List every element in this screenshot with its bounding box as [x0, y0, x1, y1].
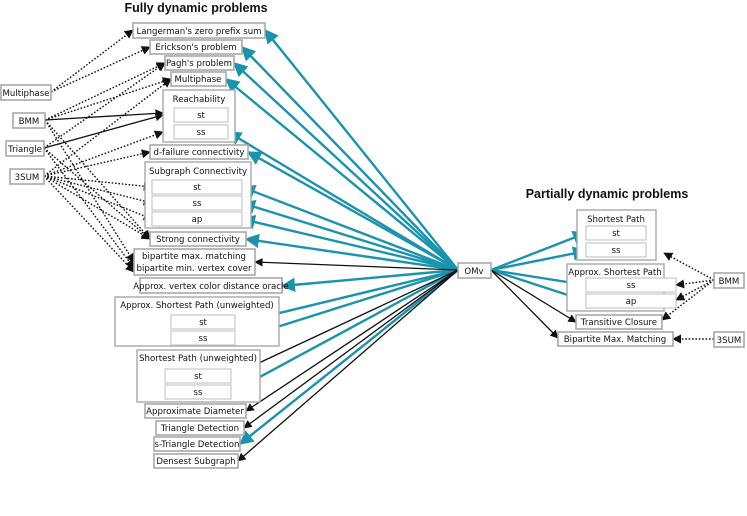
edges-dotted: [43, 29, 715, 344]
svg-text:Strong connectivity: Strong connectivity: [156, 235, 240, 245]
source-bmm-right: BMM: [713, 272, 745, 289]
svg-text:BMM: BMM: [19, 117, 40, 127]
group-reachability: Reachability st ss: [162, 89, 236, 143]
partial-approx-ss: ss: [627, 281, 636, 291]
edge-omv-erickson: [240, 45, 459, 271]
svg-text:s-Triangle Detection: s-Triangle Detection: [154, 440, 239, 450]
sp-ss: ss: [194, 388, 203, 398]
edges-black: [43, 109, 577, 462]
source-3sum-left: 3SUM: [9, 168, 45, 185]
group-subgraph-connectivity: Subgraph Connectivity st ss ap: [144, 161, 252, 229]
node-densest-subgraph: Densest Subgraph: [153, 453, 239, 469]
subgraph-title: Subgraph Connectivity: [149, 167, 247, 177]
edge-omv-reach-ss: [226, 130, 459, 272]
approx-sp-ss: ss: [199, 334, 208, 344]
svg-text:Transitive Closure: Transitive Closure: [580, 318, 657, 328]
node-bipartite-max-matching: Bipartite Max. Matching: [557, 331, 674, 347]
svg-text:Approximate Diameter: Approximate Diameter: [146, 407, 244, 417]
svg-text:Triangle: Triangle: [7, 145, 42, 155]
edge-omv-partial-st: [490, 230, 588, 272]
group-partial-approx-sp: Approx. Shortest Path ss ap: [566, 263, 677, 312]
fully-dynamic-title: Fully dynamic problems: [124, 1, 267, 15]
node-strong-connectivity: Strong connectivity: [149, 231, 247, 247]
partial-sp-st: st: [612, 229, 620, 239]
edge-omv-subgraph-st: [240, 184, 459, 272]
partial-sp-title: Shortest Path: [587, 215, 645, 225]
source-multiphase: Multiphase: [0, 84, 52, 101]
node-langerman: Langerman's zero prefix sum: [132, 22, 266, 39]
source-triangle: Triangle: [5, 140, 45, 157]
sp-title: Shortest Path (unweighted): [139, 354, 257, 364]
svg-text:Triangle Detection: Triangle Detection: [160, 424, 239, 434]
subgraph-ss: ss: [193, 199, 202, 209]
edge-omv-subgraph-ap: [240, 214, 459, 272]
edge-omv-sp-st: [230, 269, 459, 377]
node-triangle-detection: Triangle Detection: [155, 420, 245, 436]
edge-omv-bipartite: [254, 258, 459, 271]
edge-omv-pagh: [232, 62, 459, 271]
node-pagh: Pagh's problem: [164, 55, 235, 71]
svg-text:Langerman's zero prefix sum: Langerman's zero prefix sum: [136, 27, 261, 37]
sp-st: st: [194, 372, 202, 382]
bipartite-vertex-cover: bipartite min. vertex cover: [136, 264, 251, 274]
edge-omv-diameter: [245, 269, 459, 412]
source-3sum-right: 3SUM: [713, 331, 745, 348]
reachability-title: Reachability: [173, 95, 226, 105]
edge-omv-langerman: [264, 28, 459, 271]
svg-text:Erickson's problem: Erickson's problem: [155, 43, 236, 53]
node-bipartite: bipartite max. matching bipartite min. v…: [133, 248, 256, 276]
svg-text:Pagh's problem: Pagh's problem: [166, 59, 232, 69]
edge-omv-subgraph-ss: [240, 199, 459, 272]
partial-approx-sp-title: Approx. Shortest Path: [568, 268, 661, 278]
node-d-failure: d-failure connectivity: [149, 144, 249, 160]
edge-omv-sp-ss: [230, 268, 459, 394]
reachability-ss: ss: [197, 128, 206, 138]
edge-omv-transitive: [490, 269, 577, 323]
node-omv-hub: OMv: [457, 262, 492, 279]
svg-text:3SUM: 3SUM: [717, 336, 742, 346]
approx-sp-st: st: [199, 318, 207, 328]
group-approx-sp-unweighted: Approx. Shortest Path (unweighted) st ss: [114, 296, 280, 347]
svg-text:d-failure connectivity: d-failure connectivity: [153, 148, 244, 158]
bipartite-matching: bipartite max. matching: [142, 252, 246, 262]
node-multiphase: Multiphase: [170, 71, 227, 87]
edge-triangle-reach-st: [43, 112, 164, 149]
svg-text:Densest Subgraph: Densest Subgraph: [156, 457, 235, 467]
node-s-triangle-detection: s-Triangle Detection: [153, 436, 241, 452]
edge-omv-color-oracle: [280, 268, 459, 292]
node-approx-diameter: Approximate Diameter: [144, 403, 247, 419]
edge-omv-multiphase: [224, 78, 459, 271]
node-color-oracle: Approx. vertex color distance oracle: [133, 277, 289, 294]
svg-text:OMv: OMv: [464, 267, 483, 277]
node-transitive-closure: Transitive Closure: [575, 314, 663, 330]
edges-teal: [224, 28, 588, 445]
edge-bmm-reach-st: [44, 109, 164, 121]
approx-sp-title: Approx. Shortest Path (unweighted): [120, 301, 274, 311]
edge-omv-strong: [244, 233, 459, 272]
edge-omv-densest: [237, 269, 459, 462]
group-sp-unweighted: Shortest Path (unweighted) st ss: [136, 349, 261, 403]
subgraph-ap: ap: [192, 215, 203, 225]
edge-omv-s-triangle: [238, 269, 459, 445]
svg-text:Approx. vertex color distance: Approx. vertex color distance oracle: [133, 282, 288, 292]
edge-omv-partial-ss: [490, 246, 588, 272]
node-erickson: Erickson's problem: [149, 39, 243, 55]
svg-text:Multiphase: Multiphase: [175, 75, 222, 85]
edge-omv-bip-matching: [490, 269, 559, 339]
svg-text:BMM: BMM: [719, 277, 740, 287]
svg-text:Multiphase: Multiphase: [3, 89, 50, 99]
source-bmm-left: BMM: [12, 112, 46, 129]
partially-dynamic-title: Partially dynamic problems: [526, 187, 689, 201]
edge-omv-dfailure: [246, 150, 459, 272]
group-partial-shortest-path: Shortest Path st ss: [576, 209, 657, 261]
svg-text:Bipartite Max. Matching: Bipartite Max. Matching: [564, 335, 666, 345]
subgraph-st: st: [193, 183, 201, 193]
edge-omv-triangle: [243, 269, 459, 429]
reachability-st: st: [197, 111, 205, 121]
svg-text:3SUM: 3SUM: [15, 173, 40, 183]
partial-approx-ap: ap: [626, 297, 637, 307]
partial-sp-ss: ss: [612, 246, 621, 256]
